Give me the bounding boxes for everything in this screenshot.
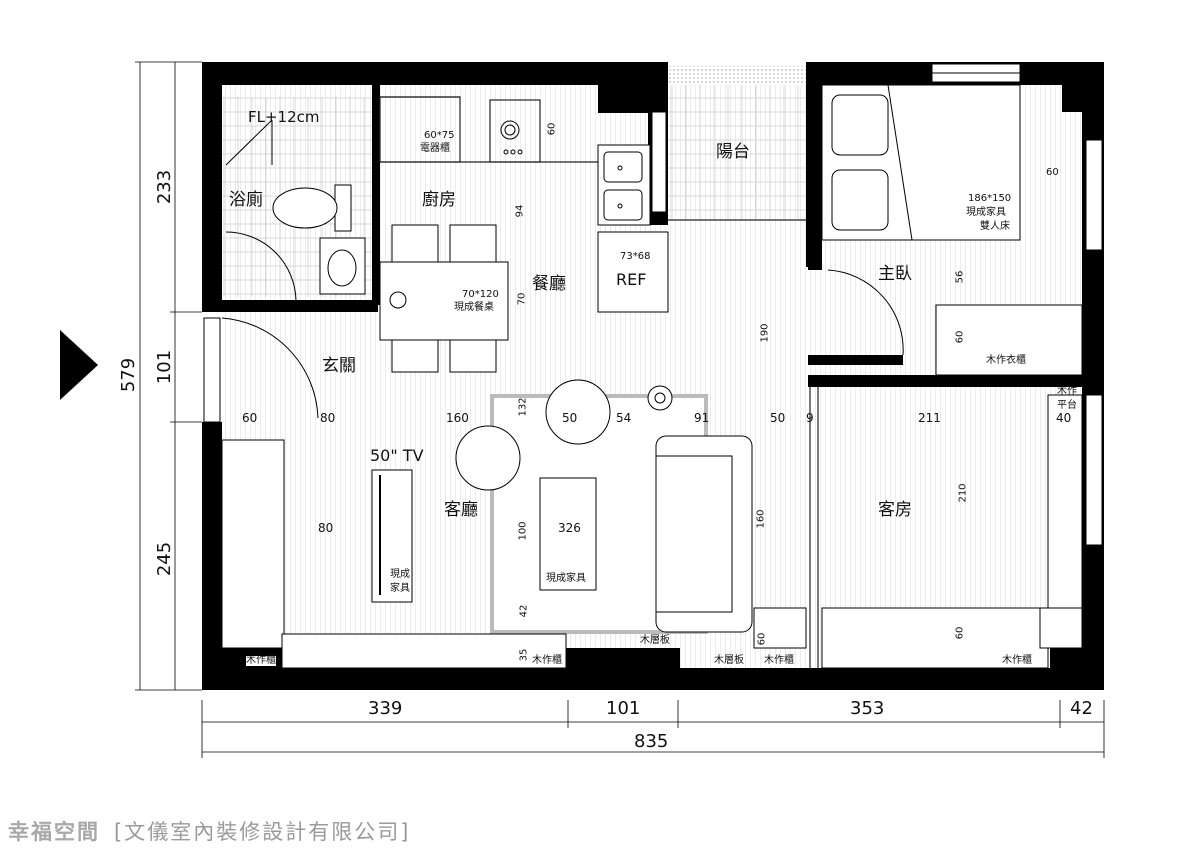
bed-name1: 現成家具 (966, 207, 1006, 218)
table-size: 70*120 (462, 289, 499, 300)
company-name: [文儀室內裝修設計有限公司] (114, 820, 411, 844)
tv-note1: 現成 (390, 569, 410, 580)
dim-bed-60: 60 (1046, 167, 1059, 178)
dim-50a: 50 (562, 411, 578, 425)
dim-54: 54 (616, 411, 632, 425)
fridge-name: REF (616, 270, 647, 289)
basin-icon (319, 237, 366, 295)
shelf-label-1: 木層板 (640, 635, 670, 646)
outer-dim-579: 579 (118, 357, 140, 393)
wardrobe (221, 304, 1083, 669)
dim-60d: 60 (954, 626, 966, 640)
room-dining: 餐廳 (532, 274, 566, 294)
tv-cabinet (371, 469, 413, 603)
windows (203, 63, 1103, 546)
shower-door (225, 119, 273, 166)
dim-100: 100 (517, 521, 529, 541)
floor-level-label: FL+12cm (248, 108, 320, 126)
footer-watermark: 幸福空間 [文儀室內裝修設計有限公司] (8, 816, 410, 846)
fridge-icon (597, 231, 669, 313)
table-name: 現成餐桌 (454, 302, 494, 313)
fridge-size: 73*68 (620, 251, 651, 262)
room-master: 主臥 (878, 264, 912, 284)
dim-210: 210 (957, 483, 969, 503)
dim-211: 211 (918, 411, 941, 425)
outer-dim-42: 42 (1070, 698, 1093, 719)
room-entry: 玄關 (322, 356, 356, 376)
tv-label: 50" TV (370, 446, 424, 465)
bed (821, 84, 1021, 241)
stool-icon (455, 379, 673, 491)
stove-icon (500, 120, 523, 155)
appliance-name: 電器櫃 (420, 143, 450, 154)
dim-70: 70 (516, 292, 528, 306)
partitions (379, 96, 819, 668)
cabinet-label-4: 木作櫃 (1002, 655, 1032, 666)
outer-dim-245: 245 (154, 541, 176, 577)
dim-160a: 160 (446, 411, 469, 425)
outer-dim-339: 339 (368, 698, 403, 719)
bed-name2: 雙人床 (980, 221, 1010, 232)
room-guest: 客房 (878, 500, 912, 520)
coffee-table (539, 477, 597, 591)
bed-size: 186*150 (968, 193, 1012, 204)
tv-note2: 家具 (390, 583, 410, 594)
brand-logo: 幸福空間 (8, 820, 100, 844)
dining-table (379, 224, 509, 373)
outer-dim-101: 101 (154, 349, 176, 385)
shelf-label-2: 木層板 (714, 655, 744, 666)
platform-label2: 平台 (1057, 400, 1077, 411)
dim-60c: 60 (756, 632, 768, 646)
wardrobe-label: 木作衣櫃 (986, 355, 1026, 366)
cabinet-label-1: 木作櫃 (246, 655, 276, 666)
dim-40: 40 (1056, 411, 1072, 425)
door-swing (221, 231, 904, 419)
dim-91: 91 (694, 411, 710, 425)
sofa (655, 435, 753, 633)
sink-icon (597, 144, 651, 226)
cabinet-label-2: 木作櫃 (532, 655, 562, 666)
dim-35: 35 (518, 648, 530, 662)
room-kitchen: 廚房 (422, 190, 456, 210)
dim-56: 56 (954, 270, 966, 284)
outer-dim-353: 353 (850, 698, 885, 719)
dim-wardrobe-60: 60 (954, 330, 966, 344)
dim-80b: 80 (318, 521, 334, 535)
dim-190: 190 (759, 323, 771, 343)
dimension-lines (135, 61, 1105, 758)
room-living: 客廳 (444, 500, 478, 520)
dim-132: 132 (517, 397, 529, 417)
room-bath: 浴廁 (229, 190, 263, 210)
room-balcony: 陽台 (716, 142, 750, 162)
platform-label1: 木作 (1057, 386, 1077, 397)
dim-94: 94 (514, 204, 526, 218)
appliance-size: 60*75 (424, 130, 455, 141)
dim-50b: 50 (770, 411, 786, 425)
dim-60a: 60 (242, 411, 258, 425)
dim-9: 9 (806, 411, 814, 425)
coffee-table-size: 326 (558, 521, 581, 535)
cabinet-label-3: 木作櫃 (764, 655, 794, 666)
outer-dim-233: 233 (154, 169, 176, 205)
outer-dim-101b: 101 (606, 698, 641, 719)
stove-depth: 60 (546, 122, 558, 136)
dim-80a: 80 (320, 411, 336, 425)
outer-dim-835: 835 (634, 731, 669, 752)
dim-160b: 160 (755, 509, 767, 529)
toilet-icon (272, 184, 352, 232)
entry-arrow-icon (60, 330, 98, 400)
dim-42v: 42 (518, 604, 530, 618)
coffee-table-note: 現成家具 (546, 573, 586, 584)
